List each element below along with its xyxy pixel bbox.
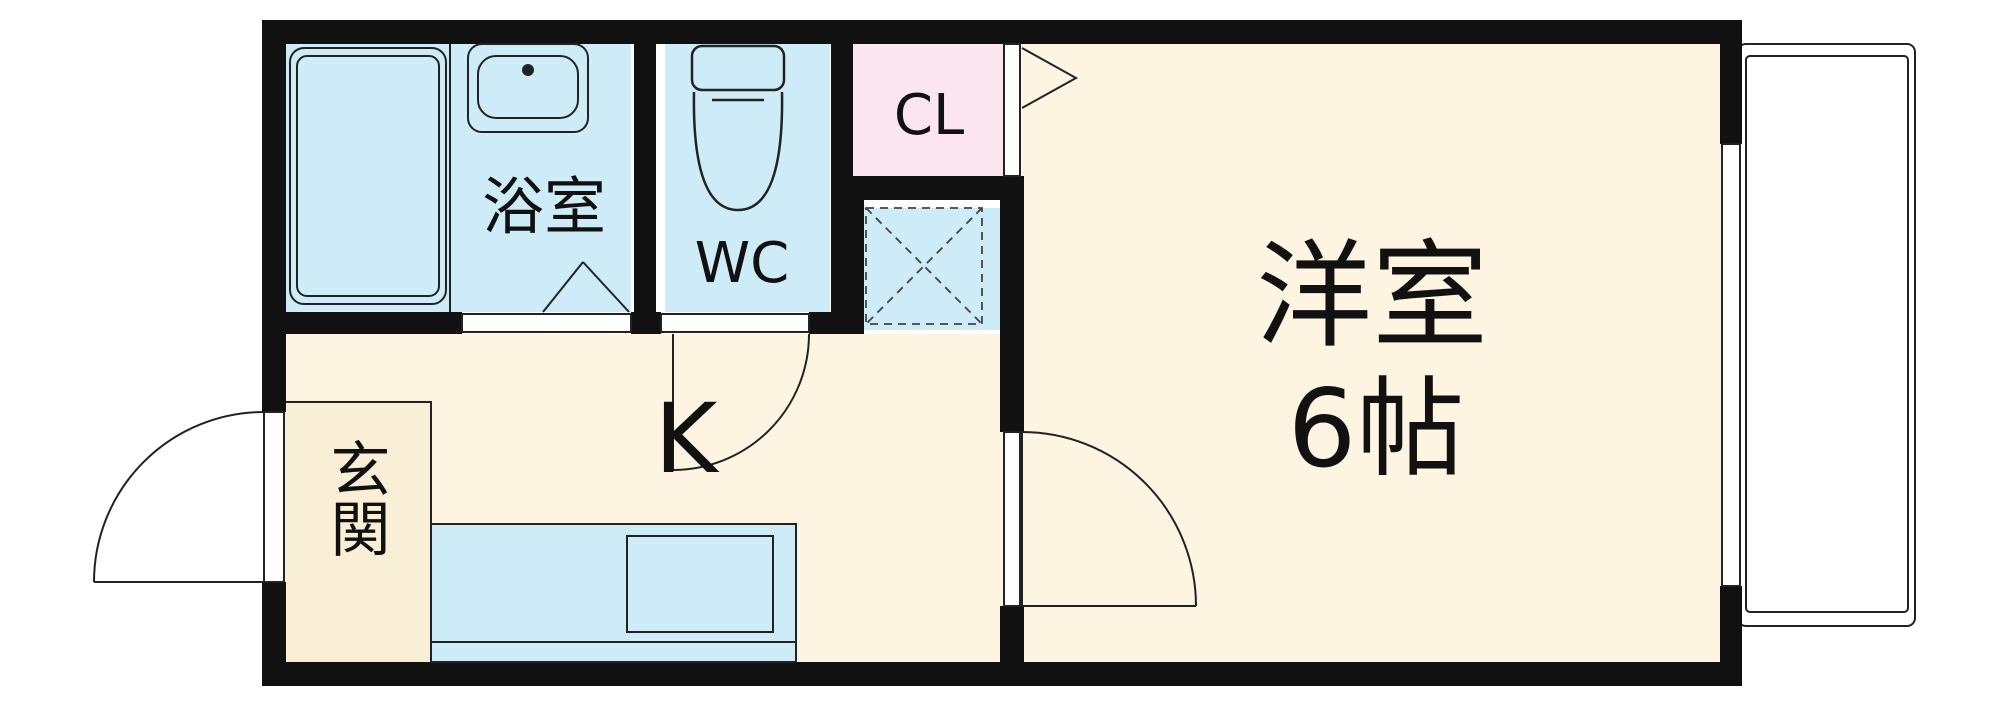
wc-floor <box>665 42 830 312</box>
bathtub <box>289 47 447 305</box>
wc-door-swing <box>672 333 810 471</box>
western-room-label: 洋室 <box>1256 229 1488 364</box>
bath-floor <box>285 42 631 312</box>
kitchen-label: K <box>655 383 720 495</box>
bath-label: 浴室 <box>482 170 606 243</box>
closet-door <box>1021 47 1079 109</box>
storage-floor <box>862 208 1012 330</box>
entrance-door-swing <box>93 411 265 583</box>
western-room-door-swing <box>1021 431 1197 607</box>
western-room-floor <box>1022 42 1724 664</box>
interior-walls <box>286 20 1024 686</box>
openings <box>263 43 1741 607</box>
wash-basin <box>467 43 589 133</box>
wc-label: WC <box>695 231 789 296</box>
balcony <box>1737 43 1916 627</box>
entrance-label: 玄関 <box>320 438 390 558</box>
storage-hatch <box>865 207 983 325</box>
western-room-size-label: 6帖 <box>1288 367 1465 492</box>
entrance-floor <box>285 400 431 664</box>
closet-label: CL <box>894 83 964 148</box>
toilet <box>690 44 786 212</box>
kitchen-counter <box>430 523 797 663</box>
bath-folding-door <box>542 261 630 313</box>
closet-floor <box>853 42 1009 176</box>
